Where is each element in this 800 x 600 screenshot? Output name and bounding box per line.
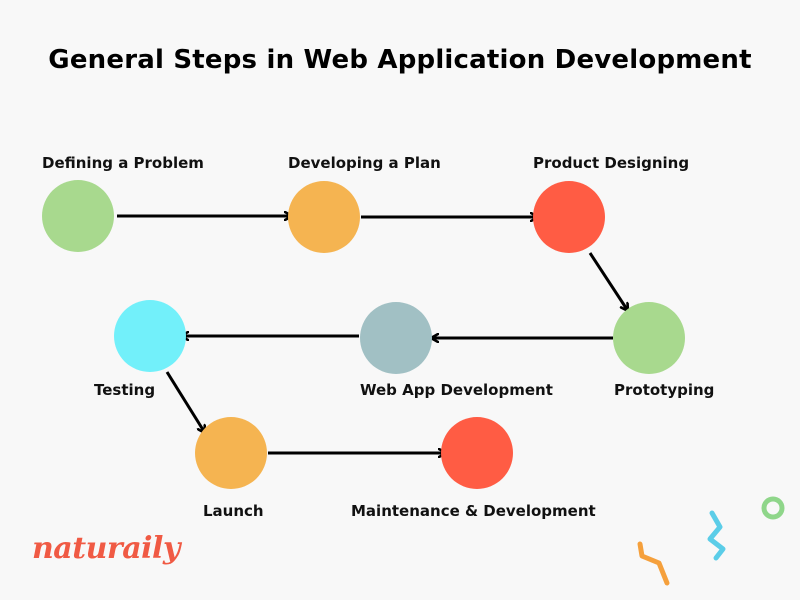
green-ring-decoration bbox=[761, 496, 785, 520]
step-label-testing: Testing bbox=[94, 381, 156, 399]
step-label-product-designing: Product Designing bbox=[533, 154, 690, 172]
step-circle-defining-a-problem bbox=[42, 180, 114, 252]
arrow-6-7 bbox=[165, 371, 205, 433]
step-label-developing-a-plan: Developing a Plan bbox=[288, 154, 441, 172]
orange-squiggle-decoration bbox=[637, 541, 670, 586]
step-label-web-app-development: Web App Development bbox=[360, 381, 553, 399]
step-circle-web-app-development bbox=[360, 302, 432, 374]
step-circle-testing bbox=[114, 300, 186, 372]
step-circle-product-designing bbox=[533, 181, 605, 253]
step-circle-prototyping bbox=[613, 302, 685, 374]
page-title: General Steps in Web Application Develop… bbox=[48, 45, 752, 75]
step-circle-developing-a-plan bbox=[288, 181, 360, 253]
blue-zigzag-decoration bbox=[707, 510, 726, 561]
step-circle-maintenance-and-development bbox=[441, 417, 513, 489]
step-label-defining-a-problem: Defining a Problem bbox=[42, 154, 204, 172]
step-label-maintenance-and-development: Maintenance & Development bbox=[351, 502, 596, 520]
step-label-prototyping: Prototyping bbox=[614, 381, 715, 399]
arrow-3-4 bbox=[588, 252, 628, 311]
step-circle-launch bbox=[195, 417, 267, 489]
step-label-launch: Launch bbox=[203, 502, 264, 520]
brand-logo: naturaily bbox=[32, 531, 180, 566]
